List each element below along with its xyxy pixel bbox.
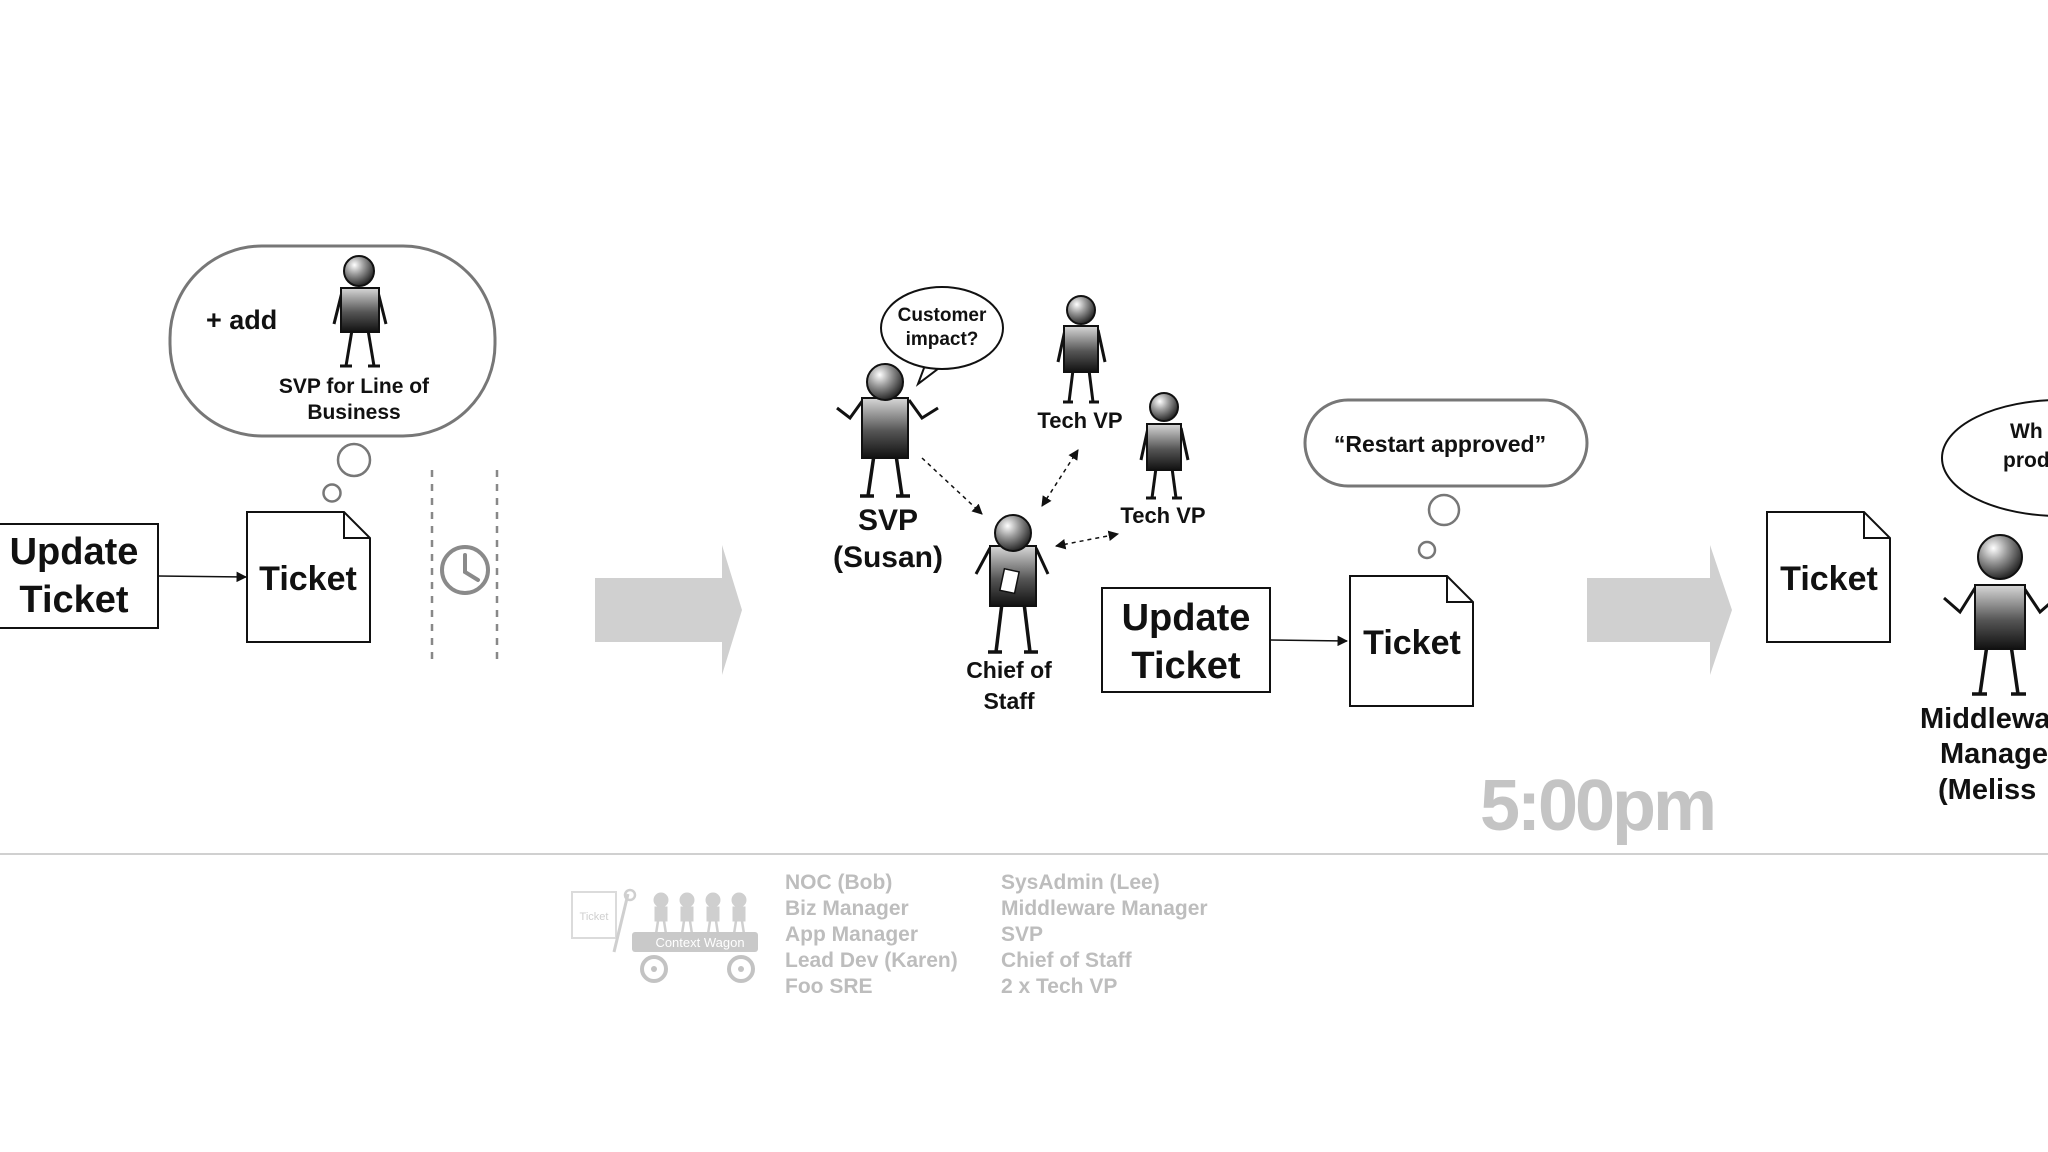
participant-item: SVP	[1001, 923, 1043, 946]
customer-impact-label-2: impact?	[906, 329, 979, 350]
participants-column-2: SysAdmin (Lee) Middleware Manager SVP Ch…	[1001, 871, 1208, 998]
dashed-arrow-chief-techvp1	[1041, 449, 1079, 507]
clipboard-icon	[998, 567, 1021, 595]
big-arrow-2	[1587, 545, 1732, 675]
participant-item: Foo SRE	[785, 975, 873, 998]
update-ticket-box	[0, 523, 159, 629]
partial-bubble-label-1: Wh	[2010, 420, 2043, 443]
restart-approved-label: “Restart approved”	[1334, 431, 1546, 457]
update-ticket-2-label-2: Ticket	[1131, 645, 1240, 687]
ticket-2-label: Ticket	[1363, 624, 1461, 662]
add-label: + add	[206, 305, 277, 335]
right-section: Ticket Wh prod Middlewa Manage (Meliss	[1766, 399, 2048, 806]
participant-item: 2 x Tech VP	[1001, 975, 1117, 998]
participants-column-1: NOC (Bob) Biz Manager App Manager Lead D…	[785, 871, 958, 998]
speech-bubble-customer-impact: Customer impact?	[880, 286, 1004, 387]
speech-bubble-partial: Wh prod	[1941, 399, 2048, 517]
chief-label-2: Staff	[983, 688, 1034, 714]
person-icon	[332, 255, 388, 368]
wagon-ticket-label: Ticket	[580, 911, 609, 923]
flow-arrow	[157, 571, 248, 583]
left-section: Update Ticket Ticket + add SV	[0, 244, 499, 665]
partial-bubble-label-2: prod	[2003, 449, 2048, 472]
middle-section: Customer impact? SVP (Susan) Tech	[833, 286, 1589, 714]
participant-item: NOC (Bob)	[785, 871, 892, 894]
flow-arrow-2	[1269, 635, 1349, 647]
clock-icon	[440, 545, 490, 595]
time-label: 5:00pm	[1480, 766, 1714, 846]
big-arrow-1	[595, 545, 742, 675]
thought-bubble-add-svp: + add SVP for Line of Business	[168, 244, 497, 503]
middleware-label-2: Manage	[1940, 738, 2048, 770]
wagon-label: Context Wagon	[655, 935, 744, 950]
person-middleware-manager	[1943, 534, 2048, 696]
person-tech-vp-1	[1056, 295, 1107, 404]
middleware-label-1: Middlewa	[1920, 703, 2048, 735]
person-tech-vp-2	[1139, 392, 1190, 500]
svp-name-label-1: SVP	[858, 504, 918, 537]
ticket-label: Ticket	[259, 560, 357, 598]
ticket-3-label: Ticket	[1780, 560, 1878, 598]
update-ticket-label-1: Update	[10, 531, 139, 573]
ticket-document-2: Ticket	[1349, 575, 1474, 707]
person-chief-of-staff	[974, 514, 1050, 654]
update-ticket-label-2: Ticket	[19, 579, 128, 621]
tech-vp-2-label: Tech VP	[1120, 503, 1205, 528]
thought-bubble-restart: “Restart approved”	[1303, 398, 1589, 560]
participant-item: SysAdmin (Lee)	[1001, 871, 1160, 894]
participant-item: Biz Manager	[785, 897, 909, 920]
chief-label-1: Chief of	[966, 657, 1052, 683]
svp-name-label-2: (Susan)	[833, 541, 943, 574]
tech-vp-1-label: Tech VP	[1037, 408, 1122, 433]
context-wagon-icon: Ticket Context Wagon	[571, 888, 758, 983]
participant-item: Chief of Staff	[1001, 949, 1133, 972]
participant-item: Middleware Manager	[1001, 897, 1208, 920]
dashed-arrow-chief-techvp2	[1054, 530, 1120, 550]
participant-item: App Manager	[785, 923, 918, 946]
svp-lob-label-1: SVP for Line of	[279, 375, 430, 398]
dashed-arrow-svp-chief	[921, 457, 983, 515]
participant-item: Lead Dev (Karen)	[785, 949, 958, 972]
ticket-document-3: Ticket	[1766, 511, 1891, 643]
ticket-document: Ticket	[246, 511, 371, 643]
update-ticket-2-label-1: Update	[1122, 597, 1251, 639]
middleware-label-3: (Meliss	[1938, 774, 2036, 806]
person-svp-susan	[836, 363, 939, 498]
customer-impact-label-1: Customer	[898, 305, 987, 326]
svp-lob-label-2: Business	[307, 401, 400, 424]
